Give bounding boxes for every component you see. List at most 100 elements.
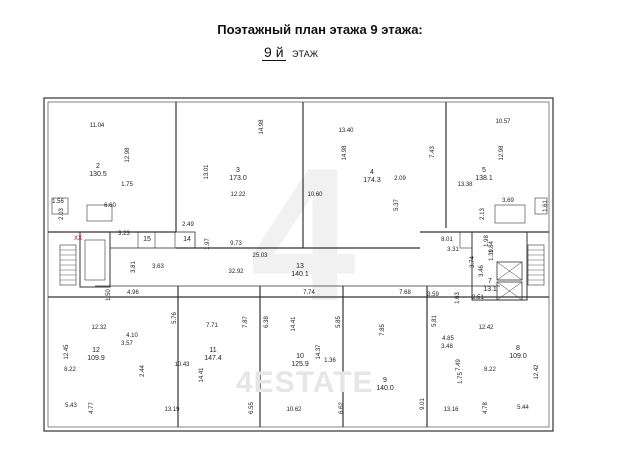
room-number: 12 (92, 347, 100, 354)
dimension-label: 9.73 (230, 241, 242, 247)
dimension-label: 12.42 (478, 325, 494, 331)
dimension-label: 25.03 (252, 253, 268, 259)
room-area: 140.1 (291, 271, 309, 278)
room-number: 10 (296, 353, 304, 360)
dimension-label: 14.41 (291, 316, 297, 332)
dimension-label: 6.62 (339, 402, 345, 414)
room-number: 13 (296, 263, 304, 270)
dimension-label: 12.98 (499, 145, 505, 161)
floor-word: ЭТАЖ (292, 49, 319, 59)
dimension-label: 7.71 (206, 323, 218, 329)
dimension-label: 1.75 (121, 182, 133, 188)
dimension-label: 1.63 (455, 292, 461, 304)
room-number: 14 (183, 236, 191, 243)
room-area: 173.0 (229, 175, 247, 182)
dimension-label: 12.22 (230, 192, 246, 198)
dimension-label: 4.96 (127, 290, 139, 296)
dimension-label: 5.85 (336, 316, 342, 328)
dimension-label: 13.01 (204, 164, 210, 180)
dimension-label: 1.50 (106, 289, 112, 301)
room-area: 109.9 (87, 355, 105, 362)
plan-title: Поэтажный план этажа 9 этажа: (217, 22, 423, 37)
dimension-label: 3.63 (152, 264, 164, 270)
floor-number: 9 й (262, 44, 286, 61)
room-number: 8 (516, 345, 520, 352)
outer-wall (43, 97, 554, 432)
dimension-label: 5.44 (517, 405, 529, 411)
dimension-label: 1.39 (489, 249, 495, 261)
room-number: 9 (383, 377, 387, 384)
dimension-label: 5.76 (172, 312, 178, 324)
dimension-label: 3.81 (131, 261, 137, 273)
dimension-label: 3.48 (441, 344, 453, 350)
dimension-label: 7.85 (380, 324, 386, 336)
dimension-label: 3.31 (447, 247, 459, 253)
dimension-label: 6.55 (249, 402, 255, 414)
dimension-label: 7.68 (399, 290, 411, 296)
room-number: 15 (143, 236, 151, 243)
dimension-label: 1.61 (543, 200, 549, 212)
dimension-label: 13.19 (164, 407, 180, 413)
room-area: 109.0 (509, 353, 527, 360)
inner-wall (47, 101, 550, 428)
dimension-label: 3.74 (470, 256, 476, 268)
room-number: 2 (96, 163, 100, 170)
dimension-label: 3.23 (118, 231, 130, 237)
dimension-label: 5.37 (394, 199, 400, 211)
room-number: 3 (236, 167, 240, 174)
dimension-label: 1.56 (52, 199, 64, 205)
room-number: 4 (370, 169, 374, 176)
dimension-label: 4.10 (126, 333, 138, 339)
dimension-label: 8.01 (441, 237, 453, 243)
dimension-label: 2.03 (59, 208, 65, 220)
dimension-label: 14.41 (199, 367, 205, 383)
dimension-label: 32.92 (228, 269, 244, 275)
dimensions-layer: 11.0412.981.756.601.562.0313.0114.9812.2… (52, 119, 549, 414)
dimension-label: 12.45 (64, 344, 70, 360)
dimension-label: 10.57 (495, 119, 511, 125)
dimension-label: 1.36 (324, 358, 336, 364)
dimension-label: 12.42 (534, 364, 540, 380)
dimension-label: 6.38 (264, 316, 270, 328)
dimension-label: 3.57 (121, 341, 133, 347)
dimension-label: 10.43 (174, 362, 190, 368)
dimension-label: 13.40 (338, 128, 354, 134)
dimension-label: 4.85 (442, 336, 454, 342)
dimension-label: 1.98 (484, 235, 490, 247)
marker-label: XX (74, 236, 82, 242)
room-area: 125.9 (291, 361, 309, 368)
dimension-label: 5.81 (432, 315, 438, 327)
dimension-label: 13.38 (457, 182, 473, 188)
dimension-label: 2.44 (140, 365, 146, 377)
dimension-label: 5.43 (65, 403, 77, 409)
dimension-label: 2.09 (394, 176, 406, 182)
dimension-label: 7.49 (456, 359, 462, 371)
dimension-label: 1.84 (489, 241, 495, 253)
dimension-label: 14.98 (342, 145, 348, 161)
dimension-label: 3.46 (479, 265, 485, 277)
room-number: 11 (209, 347, 216, 354)
dimension-label: 12.98 (125, 147, 131, 163)
dimension-label: 2.13 (480, 208, 486, 220)
dimension-label: 10.60 (307, 192, 323, 198)
room-area: 13.1 (483, 286, 497, 293)
room-area: 140.0 (376, 385, 394, 392)
room-area: 174.3 (363, 177, 381, 184)
room-number: 5 (482, 167, 486, 174)
room-area: 138.1 (475, 175, 493, 182)
watermark-text: 4ESTATE (236, 366, 374, 399)
room-area: 130.5 (89, 171, 107, 178)
dimension-label: 3.59 (427, 292, 439, 298)
room-number: 7 (488, 278, 492, 285)
dimension-label: 1.97 (205, 238, 211, 250)
dimension-label: 7.43 (430, 146, 436, 158)
dimension-label: 12.32 (91, 325, 107, 331)
dimension-label: 8.22 (64, 367, 76, 373)
floor-label: 9 й ЭТАЖ (262, 44, 319, 61)
dimension-label: 4.78 (483, 402, 489, 414)
dimension-label: 4.77 (89, 402, 95, 414)
dimension-label: 9.01 (420, 398, 426, 410)
dimension-label: 7.74 (303, 290, 315, 296)
